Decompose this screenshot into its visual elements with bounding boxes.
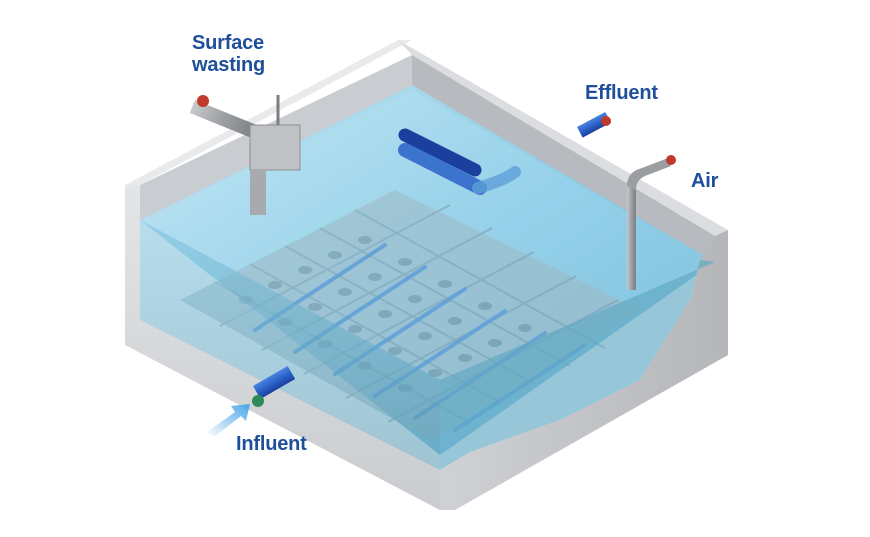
- effluent-label: Effluent: [585, 82, 658, 104]
- front-walls: [125, 185, 728, 510]
- back-right-wall: [398, 40, 728, 244]
- back-left-wall: [125, 40, 412, 185]
- surface-wasting-cap-icon: [197, 95, 209, 107]
- right-front-wall: [440, 230, 728, 510]
- influent-arrow-icon: [207, 404, 250, 437]
- surface-wasting-label: Surface wasting: [192, 32, 265, 76]
- floating-collector: [398, 128, 521, 195]
- air-pipe-bend: [627, 158, 671, 190]
- surface-wasting-label-line1: Surface: [192, 32, 264, 54]
- surface-wasting-pipe: [189, 100, 260, 140]
- air-cap-icon: [666, 155, 676, 165]
- influent-pipe: [252, 366, 296, 399]
- surface-wasting-label-line2: wasting: [192, 54, 266, 76]
- air-label: Air: [691, 170, 719, 192]
- water-front: [140, 220, 440, 470]
- influent-assembly: [207, 366, 296, 437]
- influent-label: Influent: [236, 433, 307, 455]
- influent-cap-icon: [252, 395, 264, 407]
- left-front-wall: [125, 185, 440, 510]
- water-cutaway: [440, 260, 715, 470]
- surface-wasting-assembly: [189, 95, 301, 215]
- effluent-cap-icon: [601, 116, 611, 126]
- effluent-assembly: [577, 111, 611, 138]
- air-pipe-vertical: [627, 182, 636, 290]
- inner-back-right-face: [412, 55, 715, 262]
- skimmer-box-icon: [249, 124, 301, 171]
- air-assembly: [627, 155, 676, 290]
- skimmer-box-front: [250, 170, 266, 215]
